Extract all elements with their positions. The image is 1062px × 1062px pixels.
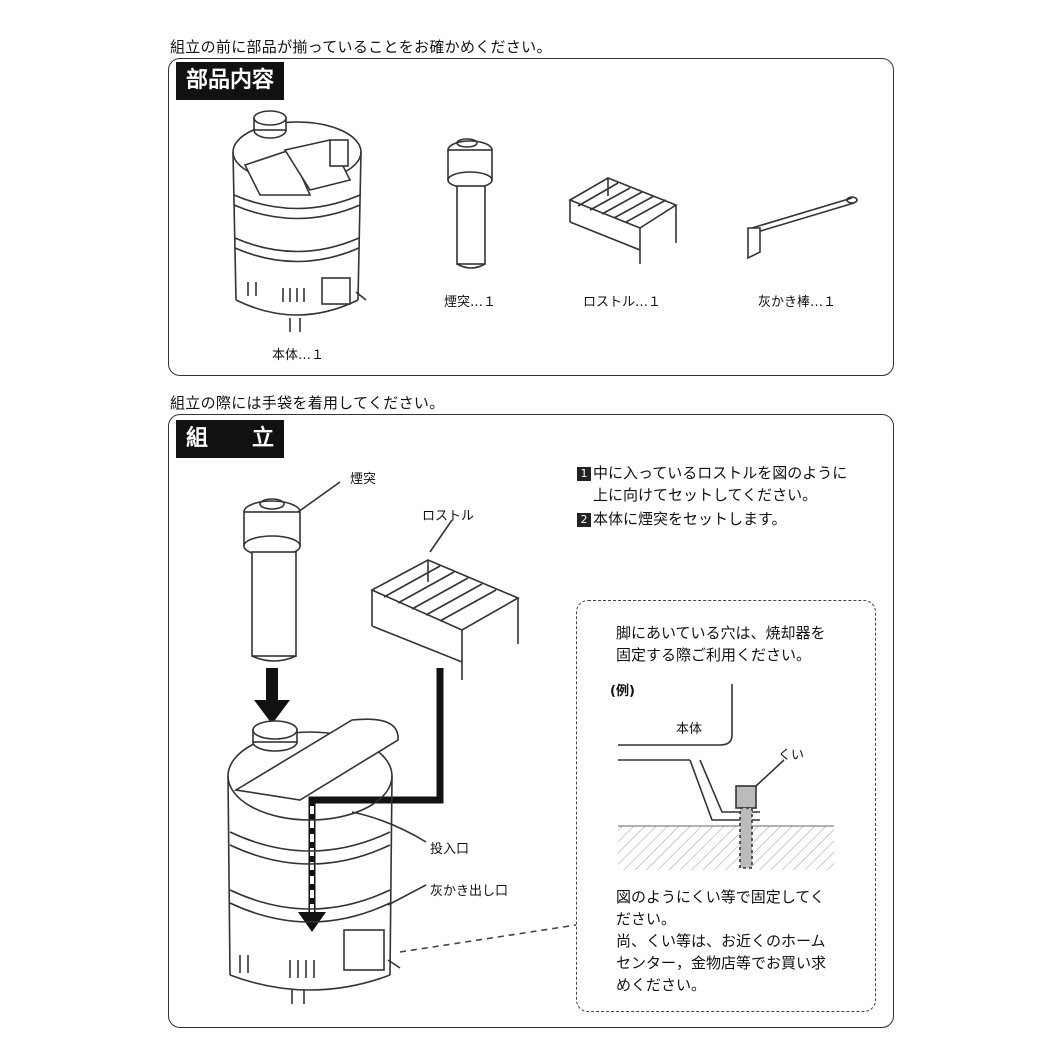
assembly-panel-title: 組 立 xyxy=(176,420,285,458)
part-label-ash-rake: 灰かき棒…１ xyxy=(758,295,837,310)
tip-note-line5: めください。 xyxy=(616,976,707,994)
step-1-text-line2: 上に向けてセットしてください。 xyxy=(593,486,818,504)
part-label-grate: ロストル…１ xyxy=(583,295,662,310)
tip-line1: 脚にあいている穴は、焼却器を xyxy=(616,624,826,642)
tip-note-line1: 図のようにくい等で固定してく xyxy=(616,888,825,906)
assembly-grate xyxy=(370,519,520,680)
tip-example-label: (例) xyxy=(610,684,635,699)
tip-line2: 固定する際ご利用ください。 xyxy=(616,646,812,664)
step-1-text-line1: 中に入っているロストルを図のように xyxy=(593,464,848,482)
part-label-chimney: 煙突…１ xyxy=(444,295,497,310)
mid-note: 組立の際には手袋を着用してください。 xyxy=(170,394,445,412)
leg-and-stake xyxy=(618,684,785,869)
ground-hatch xyxy=(618,825,834,870)
parts-panel xyxy=(168,58,894,376)
parts-panel-title: 部品内容 xyxy=(176,62,285,100)
assembly-body xyxy=(227,718,427,1004)
step-2-number: 2 xyxy=(577,513,591,527)
tip-stake-label: くい xyxy=(778,748,805,763)
callout-leader xyxy=(399,924,577,953)
top-note: 組立の前に部品が揃っていることをお確かめください。 xyxy=(170,38,552,56)
tip-callout xyxy=(576,600,876,1012)
label-inlet: 投入口 xyxy=(430,842,470,857)
grate-illustration xyxy=(568,177,678,264)
part-label-body: 本体…１ xyxy=(272,348,325,363)
label-chimney: 煙突 xyxy=(350,472,377,487)
label-grate: ロストル xyxy=(422,509,475,524)
chimney-illustration xyxy=(447,138,493,269)
tip-note-line4: センター，金物店等でお買い求 xyxy=(616,954,827,972)
tip-note-line2: ださい。 xyxy=(616,910,677,928)
parts-illustrations xyxy=(232,110,858,332)
step-2-text-line1: 本体に煙突をセットします。 xyxy=(593,510,787,528)
assembly-chimney xyxy=(243,481,341,662)
ash-rake-illustration xyxy=(747,196,858,260)
tip-note-line3: 尚、くい等は、お近くのホーム xyxy=(616,932,826,950)
label-ash-outlet: 灰かき出し口 xyxy=(430,884,509,899)
tip-body-label: 本体 xyxy=(676,722,703,737)
step-1-number: 1 xyxy=(577,467,591,481)
body-illustration xyxy=(232,110,367,332)
